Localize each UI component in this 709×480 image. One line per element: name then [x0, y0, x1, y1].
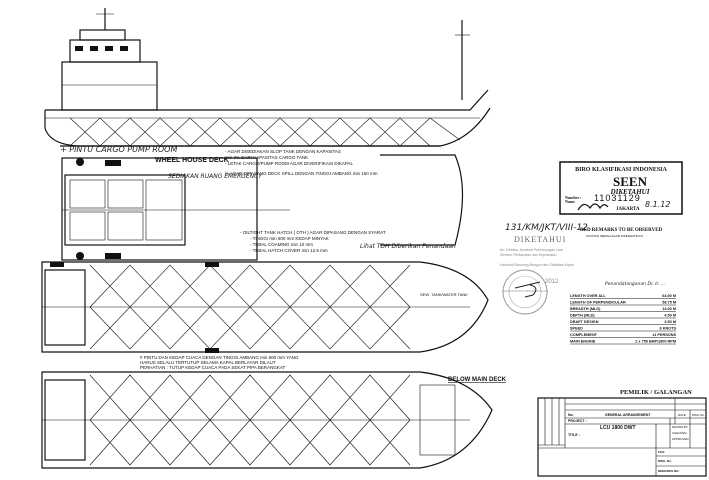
handwritten-mid-note: Lihat TDH Diberikan Penandaan: [360, 243, 456, 250]
table-cell: DRAFT DESIGN: [570, 320, 599, 324]
stamp-diketahui: DIKETAHUI: [610, 188, 650, 196]
no-label: No.: [568, 413, 574, 417]
particular-row: DEPTH (MLD) 4.50 M: [570, 314, 676, 319]
table-cell: 3.50 M: [664, 320, 676, 324]
approved-label: APPROVED: [672, 437, 690, 441]
drawing-label: GENERAL ARRANGEMENT: [605, 413, 651, 417]
table-cell: 14.00 M: [662, 307, 676, 311]
handwritten-reference: 131/KM/JKT/VIII-12: [505, 223, 588, 233]
checked-label: CHECKED: [672, 431, 688, 435]
tank-label: SEW. TANK/WATER TANK: [420, 292, 468, 297]
scale-label: DWG No.: [692, 413, 705, 417]
note-line: - LETAK CARGO/PUMP ROOM AGAR DIVERIFIKAS…: [225, 161, 354, 166]
table-cell: SPEED: [570, 327, 583, 331]
seal-text: KEMENTERIAN PERHUBUNGAN: [502, 289, 548, 293]
particular-row: COMPLEMENT 11 PERSONS: [570, 333, 676, 338]
note-line: - TEBAL HATCH COVER min 12.5 mm: [250, 248, 328, 253]
table-cell: 64.00 M: [662, 294, 676, 298]
below-main-deck-plan: BELOW MAIN DECK: [41, 371, 507, 469]
stamp-city: JAKARTA: [616, 207, 640, 212]
hatch-notes: - OILTIGHT TANK HATCH ( OTH ) AGAR DIPAS…: [240, 230, 386, 253]
approval-block: 131/KM/JKT/VIII-12 RED REMARKS TO BE OBS…: [500, 223, 665, 315]
note-line: PERHATIAN : TUTUP KEDAP CUACA PADA SEKAT…: [140, 365, 286, 370]
official-seal: [502, 269, 548, 315]
note-line: - AGAR DISEDIAKAN SLOP TANK DENGAN KAPAS…: [225, 149, 341, 154]
approval-line: An. Direktur Jenderal Perhubungan Laut: [500, 248, 563, 252]
note-line: HARUS SELALU TERTUTUP SELAMA KAPAL BERLA…: [140, 360, 276, 365]
main-deck-plan: SEW. TANK/WATER TANK: [41, 261, 489, 353]
tank-notes: - AGAR DISEDIAKAN SLOP TANK DENGAN KAPAS…: [225, 149, 378, 176]
profile-view: + PINTU CARGO PUMP ROOM: [44, 8, 491, 154]
particular-row: LENGTH OF PERPENDICULAR 58.75 M: [570, 301, 676, 306]
project-label: PROJECT :: [568, 419, 587, 423]
signature: [577, 203, 609, 211]
stamp-seen: SEEN: [613, 174, 648, 189]
table-cell: LENGTH OF PERPENDICULAR: [570, 301, 626, 305]
remarks-heading: RED REMARKS TO BE OBSERVED: [580, 228, 663, 233]
particular-row: MAIN ENGINE 2 x 750 BHP/1800 RPM: [570, 340, 676, 345]
wheel-house-deck-plan: WHEEL HOUSE DECK SEDIAKAN RUANG EMERGENC…: [61, 157, 290, 261]
particular-row: DRAFT DESIGN 3.50 M: [570, 320, 676, 325]
wheel-house-deck-label: WHEEL HOUSE DECK: [155, 157, 229, 164]
table-cell: 8 KNOTS: [660, 327, 677, 331]
table-cell: 4.50 M: [664, 314, 676, 318]
approval-line: Kasubdit Rancang Bangun dan Stabilitas K…: [500, 263, 574, 267]
door-notes: # PINTU DAN KEDAP CUACA DENGAN TINGGI AM…: [140, 355, 299, 370]
stamp-name-label: Name: [565, 199, 575, 204]
particular-row: LENGTH OVER ALL 64.00 M: [570, 294, 676, 299]
stamp-number: 11031129: [594, 193, 641, 203]
table-cell: 58.75 M: [662, 301, 676, 305]
note-line: # PINTU DAN KEDAP CUACA DENGAN TINGGI AM…: [140, 355, 299, 360]
dwg-label: DWG. No.: [658, 459, 672, 463]
table-cell: BREADTH (MLD): [570, 307, 601, 311]
drawn-label: DRAWN BY: [672, 425, 688, 429]
owner-label: PEMILIK / GALANGAN: [620, 389, 692, 396]
principal-particulars-table: LENGTH OVER ALL 64.00 M LENGTH OF PERPEND…: [570, 294, 676, 345]
remarks-no-label: REMARKS NO.: [658, 469, 680, 473]
diketahui-label: DIKETAHUI: [514, 235, 566, 244]
table-cell: MAIN ENGINE: [570, 340, 596, 344]
project-name: LCU 1800 DWT: [600, 425, 636, 431]
table-cell: COMPLEMENT: [570, 333, 598, 337]
stamp-date: 8.1.12: [645, 200, 670, 209]
stamp-org: BIRO KLASIFIKASI INDONESIA: [575, 167, 667, 173]
classification-stamp: BIRO KLASIFIKASI INDONESIA SEEN DIKETAHU…: [559, 161, 683, 215]
note-line: - OILTIGHT TANK HATCH ( OTH ) AGAR DIPAS…: [240, 230, 386, 235]
particular-row: SPEED 8 KNOTS: [570, 327, 676, 332]
profile-handwritten-note: + PINTU CARGO PUMP ROOM: [60, 145, 177, 154]
note-line: min 3% DARI KAPASITAS CARGO TANK: [225, 155, 308, 160]
table-cell: 11 PERSONS: [652, 333, 676, 337]
table-cell: DEPTH (MLD): [570, 314, 595, 318]
wheel-house-handwritten: SEDIAKAN RUANG EMERGENCY: [168, 173, 263, 180]
approval-date: 2012: [545, 279, 559, 285]
note-line: ½ AGAR DIPASANG DECK SPILL DENGAN TINGGI…: [225, 170, 378, 176]
stamp-number-label: Number :: [565, 195, 581, 200]
file-label: FILE: [658, 450, 665, 454]
title-label: TITLE :: [568, 433, 580, 437]
title-block: PEMILIK / GALANGAN No. GENERAL ARRANGEME…: [537, 389, 707, 477]
bow-plan: [380, 154, 464, 246]
table-cell: LENGTH OVER ALL: [570, 294, 606, 298]
below-main-deck-label: BELOW MAIN DECK: [448, 377, 507, 383]
note-line: - TEBAL COAMING min 10 mm: [250, 242, 313, 247]
particular-row: BREADTH (MLD) 14.00 M: [570, 307, 676, 312]
approval-line: Direktur Perkapalan dan Kepelautan: [500, 253, 556, 257]
approval-handwritten-note: Penandatanganan Dr. Ir. ...: [605, 281, 665, 287]
note-line: - TINGGI min 600 mm KEDAP MINYAK: [250, 236, 329, 241]
date-label: DATE: [678, 413, 686, 417]
remarks-sub: CATATAN MERAH AGAR DIPERHATIKAN: [586, 234, 643, 238]
table-cell: 2 x 750 BHP/1800 RPM: [635, 340, 676, 344]
